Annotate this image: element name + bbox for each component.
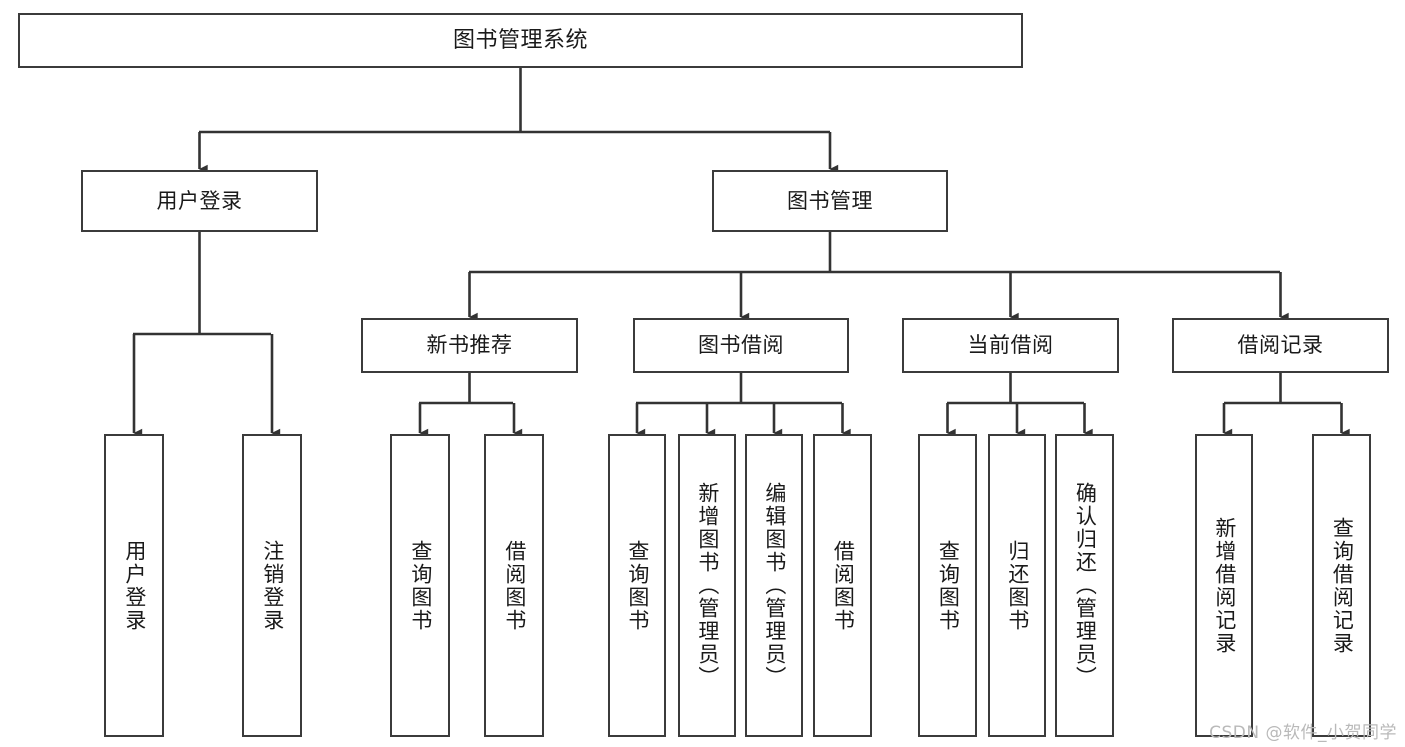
node-leaf-borrow-4[interactable]: 借阅图书 xyxy=(813,434,872,737)
node-label: 新书推荐 xyxy=(426,333,513,358)
node-leaf-cur-2[interactable]: 归还图书 xyxy=(988,434,1046,737)
node-records[interactable]: 借阅记录 xyxy=(1172,318,1389,373)
node-leaf-login-1[interactable]: 用户登录 xyxy=(104,434,164,737)
node-label: 确认归还（管理员） xyxy=(1073,482,1098,689)
node-label: 归还图书 xyxy=(1005,539,1030,632)
node-leaf-borrow-1[interactable]: 查询图书 xyxy=(608,434,666,737)
node-leaf-login-2[interactable]: 注销登录 xyxy=(242,434,302,737)
node-label: 用户登录 xyxy=(156,188,243,213)
node-leaf-borrow-3[interactable]: 编辑图书（管理员） xyxy=(745,434,803,737)
node-leaf-new-1[interactable]: 查询图书 xyxy=(390,434,450,737)
node-newbook[interactable]: 新书推荐 xyxy=(361,318,578,373)
node-login[interactable]: 用户登录 xyxy=(81,170,318,232)
node-label: 注销登录 xyxy=(260,539,285,632)
node-label: 借阅图书 xyxy=(831,539,856,632)
node-bookmgmt[interactable]: 图书管理 xyxy=(712,170,948,232)
node-label: 当前借阅 xyxy=(967,333,1054,358)
node-label: 图书管理 xyxy=(787,188,873,213)
node-label: 借阅记录 xyxy=(1237,333,1324,358)
node-leaf-cur-1[interactable]: 查询图书 xyxy=(918,434,977,737)
node-leaf-cur-3[interactable]: 确认归还（管理员） xyxy=(1055,434,1114,737)
node-label: 查询图书 xyxy=(936,539,961,632)
node-label: 查询借阅记录 xyxy=(1330,516,1355,655)
node-label: 借阅图书 xyxy=(502,539,527,632)
node-root[interactable]: 图书管理系统 xyxy=(18,13,1023,68)
node-borrow[interactable]: 图书借阅 xyxy=(633,318,849,373)
node-current[interactable]: 当前借阅 xyxy=(902,318,1119,373)
node-leaf-borrow-2[interactable]: 新增图书（管理员） xyxy=(678,434,736,737)
watermark-text: CSDN @软件_小贺同学 xyxy=(1209,723,1397,743)
node-label: 新增图书（管理员） xyxy=(695,482,720,689)
node-label: 编辑图书（管理员） xyxy=(762,482,787,689)
node-leaf-rec-2[interactable]: 查询借阅记录 xyxy=(1312,434,1371,737)
node-leaf-rec-1[interactable]: 新增借阅记录 xyxy=(1195,434,1253,737)
node-label: 图书管理系统 xyxy=(452,27,588,53)
node-label: 查询图书 xyxy=(625,539,650,632)
node-label: 新增借阅记录 xyxy=(1212,516,1237,655)
node-label: 用户登录 xyxy=(122,539,147,632)
node-leaf-new-2[interactable]: 借阅图书 xyxy=(484,434,544,737)
node-label: 查询图书 xyxy=(408,539,433,632)
node-label: 图书借阅 xyxy=(698,333,784,358)
